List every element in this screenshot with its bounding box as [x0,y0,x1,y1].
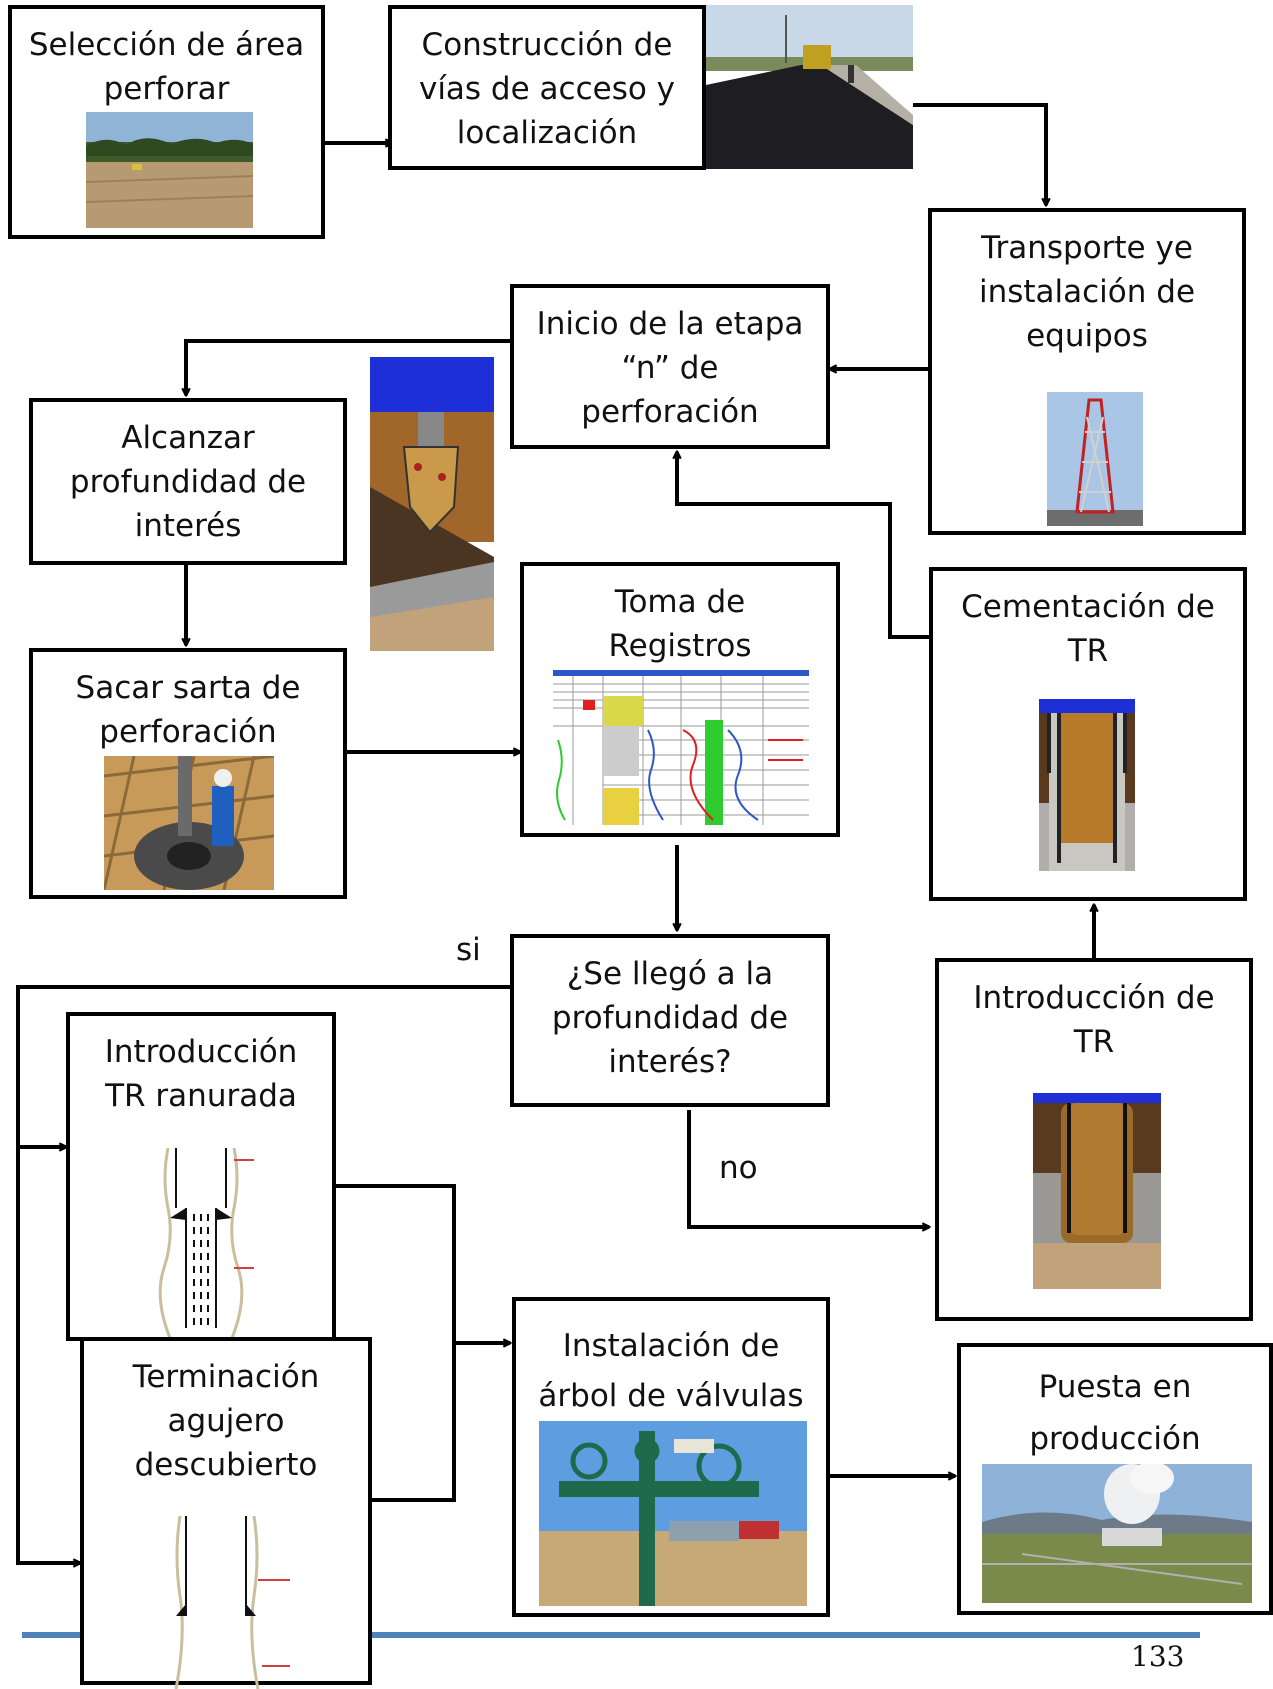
arrow-ranurada-instalacion [336,1184,510,1343]
arrow-cementacion-inicio [677,452,932,639]
rig-worker-photo [104,756,274,890]
node-sacar-sarta-label: Sacar sarta de perforación [75,670,301,750]
node-instalacion-arbol: Instalación de árbol de válvulas [512,1297,830,1617]
node-instalacion-arbol-label: Instalación de árbol de válvulas [538,1328,804,1414]
geothermal-plant-photo [982,1464,1252,1603]
edge-label-yes: si [456,932,481,968]
node-puesta-produccion: Puesta en producción [957,1343,1273,1615]
road-paving-photo [706,5,913,169]
slotted-liner-illustration [156,1148,256,1338]
node-introduccion-tr-ranurada: Introducción TR ranurada [66,1012,336,1341]
node-terminacion-agujero-label: Terminación agujero descubierto [132,1359,320,1483]
cemented-casing-illustration [1039,699,1135,871]
node-toma-registros: Toma de Registros [520,562,840,837]
casing-run-illustration [1033,1093,1161,1289]
open-hole-illustration [162,1516,292,1689]
node-transporte-equipos-label: Transporte ye instalación de equipos [978,230,1196,354]
edge-label-no: no [719,1150,758,1186]
node-construccion-vias-label: Construcción de vías de acceso y localiz… [418,27,676,151]
node-sacar-sarta: Sacar sarta de perforación [29,648,347,899]
arrow-no-intro-tr [687,1110,929,1227]
node-inicio-etapa: Inicio de la etapa “n” de perforación [510,284,830,449]
node-toma-registros-label: Toma de Registros [608,584,752,664]
arrow-si-ranurada [16,985,513,1147]
drilling-rig-photo [1047,392,1143,526]
node-puesta-produccion-label: Puesta en producción [1029,1369,1201,1457]
node-introduccion-tr-ranurada-label: Introducción TR ranurada [104,1034,298,1114]
arrow-inicio-alcanzar [186,339,513,395]
arrow-si-terminacion [16,1147,80,1563]
connector-terminacion-instalacion [372,1343,456,1502]
well-log-chart [553,670,809,825]
drill-bit-illustration [370,357,494,651]
node-seleccion-area: Selección de área perforar [8,5,325,239]
node-terminacion-agujero: Terminación agujero descubierto [80,1337,372,1689]
node-introduccion-tr: Introducción de TR [935,958,1253,1321]
footer-rule [22,1632,1200,1638]
arrow-construccion-transporte [913,103,1046,205]
node-introduccion-tr-label: Introducción de TR [973,980,1215,1060]
node-inicio-etapa-label: Inicio de la etapa “n” de perforación [536,306,804,430]
node-alcanzar-profundidad-label: Alcanzar profundidad de interés [69,420,307,544]
node-alcanzar-profundidad: Alcanzar profundidad de interés [29,398,347,565]
cleared-land-photo [86,112,253,228]
node-pregunta-profundidad-label: ¿Se llegó a la profundidad de interés? [551,956,789,1080]
node-cementacion-tr: Cementación de TR [929,567,1247,901]
node-seleccion-area-label: Selección de área perforar [28,27,305,107]
page-number: 133 [1131,1640,1185,1673]
node-cementacion-tr-label: Cementación de TR [961,589,1215,669]
christmas-tree-photo [539,1421,807,1606]
node-pregunta-profundidad: ¿Se llegó a la profundidad de interés? [510,934,830,1107]
node-transporte-equipos: Transporte ye instalación de equipos [928,208,1246,535]
node-construccion-vias: Construcción de vías de acceso y localiz… [388,5,706,170]
